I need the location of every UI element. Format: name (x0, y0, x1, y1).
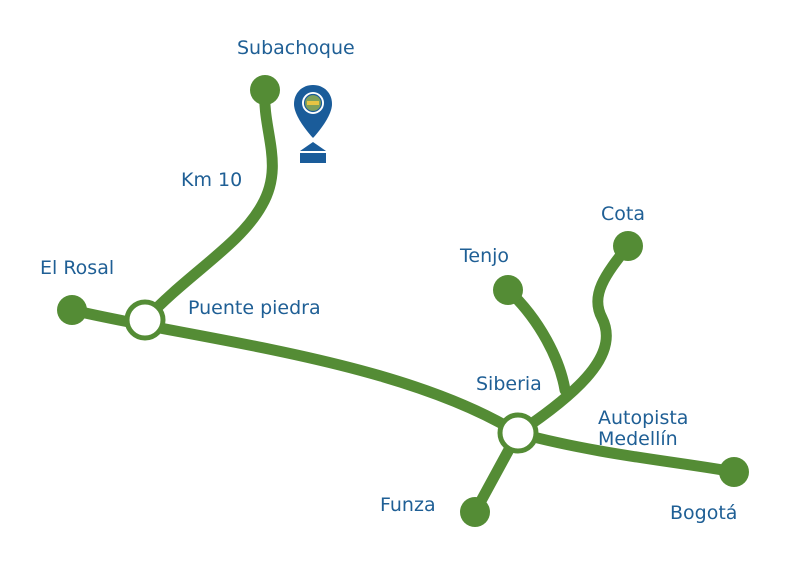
label-bogota: Bogotá (670, 502, 737, 524)
label-subachoque: Subachoque (237, 37, 355, 59)
endpoint-bogota (719, 457, 749, 487)
location-pin-icon (294, 85, 332, 138)
endpoint-subachoque (250, 75, 280, 105)
label-tenjo: Tenjo (459, 245, 509, 267)
label-autopista-line1: Autopista (598, 407, 688, 429)
label-funza: Funza (380, 494, 436, 516)
endpoint-tenjo (493, 275, 523, 305)
label-autopista-line2: Medellín (598, 428, 678, 450)
label-siberia: Siberia (476, 373, 542, 395)
label-el-rosal: El Rosal (40, 257, 114, 279)
endpoint-cota (613, 231, 643, 261)
road-subachoque-puente-piedra (139, 84, 278, 326)
junction-puente-piedra (124, 299, 166, 341)
building-icon (300, 142, 326, 163)
label-km10: Km 10 (181, 169, 242, 191)
label-cota: Cota (601, 203, 645, 225)
junction-siberia (497, 412, 539, 454)
endpoint-funza (460, 497, 490, 527)
endpoint-el-rosal (57, 295, 87, 325)
label-puente-piedra: Puente piedra (188, 297, 321, 319)
road-cota-siberia (512, 240, 634, 439)
road-siberia-bogota (512, 427, 740, 478)
